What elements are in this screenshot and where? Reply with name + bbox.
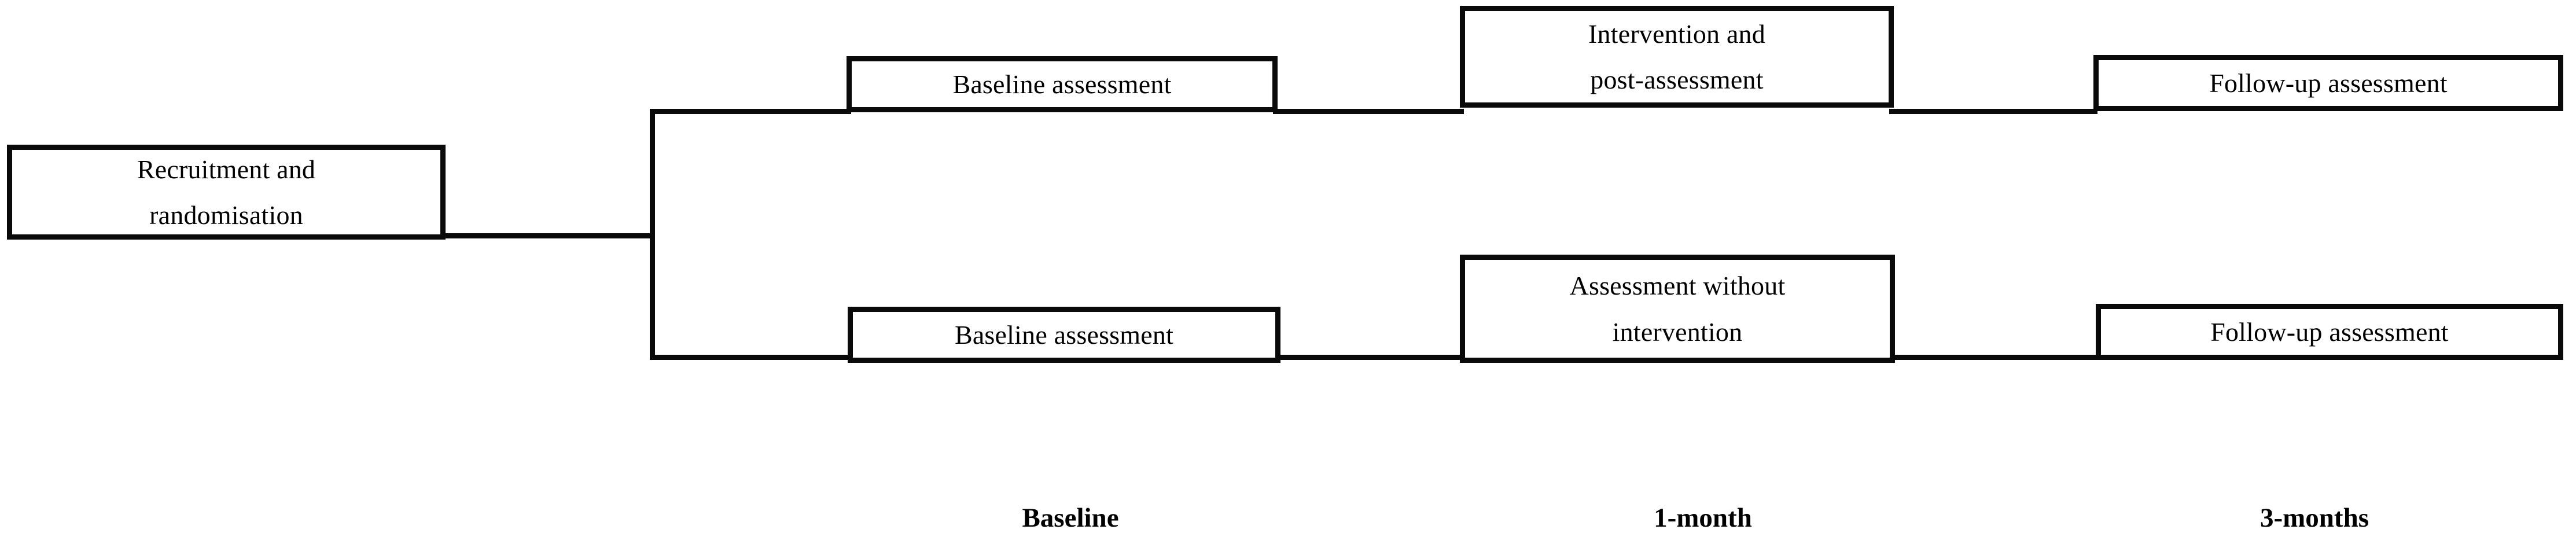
- connector-baseline-top-to-intervention: [1273, 109, 1464, 114]
- connector-recruitment-to-trunk: [441, 233, 655, 238]
- timeline-label-baseline: Baseline: [1022, 503, 1119, 533]
- node-baseline-bottom[interactable]: Baseline assessment: [848, 307, 1280, 363]
- node-intervention-label: Intervention and post-assessment: [1588, 19, 1765, 94]
- node-followup-bottom-label: Follow-up assessment: [2210, 317, 2449, 347]
- timeline-label-3-months: 3-months: [2259, 503, 2369, 533]
- connector-baseline-bottom-to-assessment: [1276, 355, 1464, 360]
- connector-trunk-to-baseline-top: [650, 109, 851, 114]
- node-baseline-top[interactable]: Baseline assessment: [847, 56, 1278, 112]
- connector-trunk-to-baseline-bottom: [650, 355, 852, 360]
- node-intervention[interactable]: Intervention and post-assessment: [1460, 6, 1894, 108]
- node-baseline-top-label: Baseline assessment: [952, 69, 1172, 99]
- node-assessment-control-label: Assessment without intervention: [1569, 271, 1786, 347]
- timeline-label-1-month: 1-month: [1654, 503, 1752, 533]
- connector-assessment-to-followup-bottom: [1890, 355, 2100, 360]
- node-followup-bottom[interactable]: Follow-up assessment: [2096, 304, 2563, 360]
- connector-split-trunk: [650, 109, 655, 360]
- node-followup-top[interactable]: Follow-up assessment: [2093, 55, 2563, 111]
- node-assessment-control[interactable]: Assessment without intervention: [1460, 255, 1895, 363]
- node-followup-top-label: Follow-up assessment: [2209, 68, 2448, 98]
- node-recruitment-label: Recruitment and randomisation: [137, 154, 316, 230]
- node-recruitment[interactable]: Recruitment and randomisation: [7, 145, 446, 240]
- connector-intervention-to-followup-top: [1889, 109, 2097, 114]
- node-baseline-bottom-label: Baseline assessment: [954, 319, 1174, 350]
